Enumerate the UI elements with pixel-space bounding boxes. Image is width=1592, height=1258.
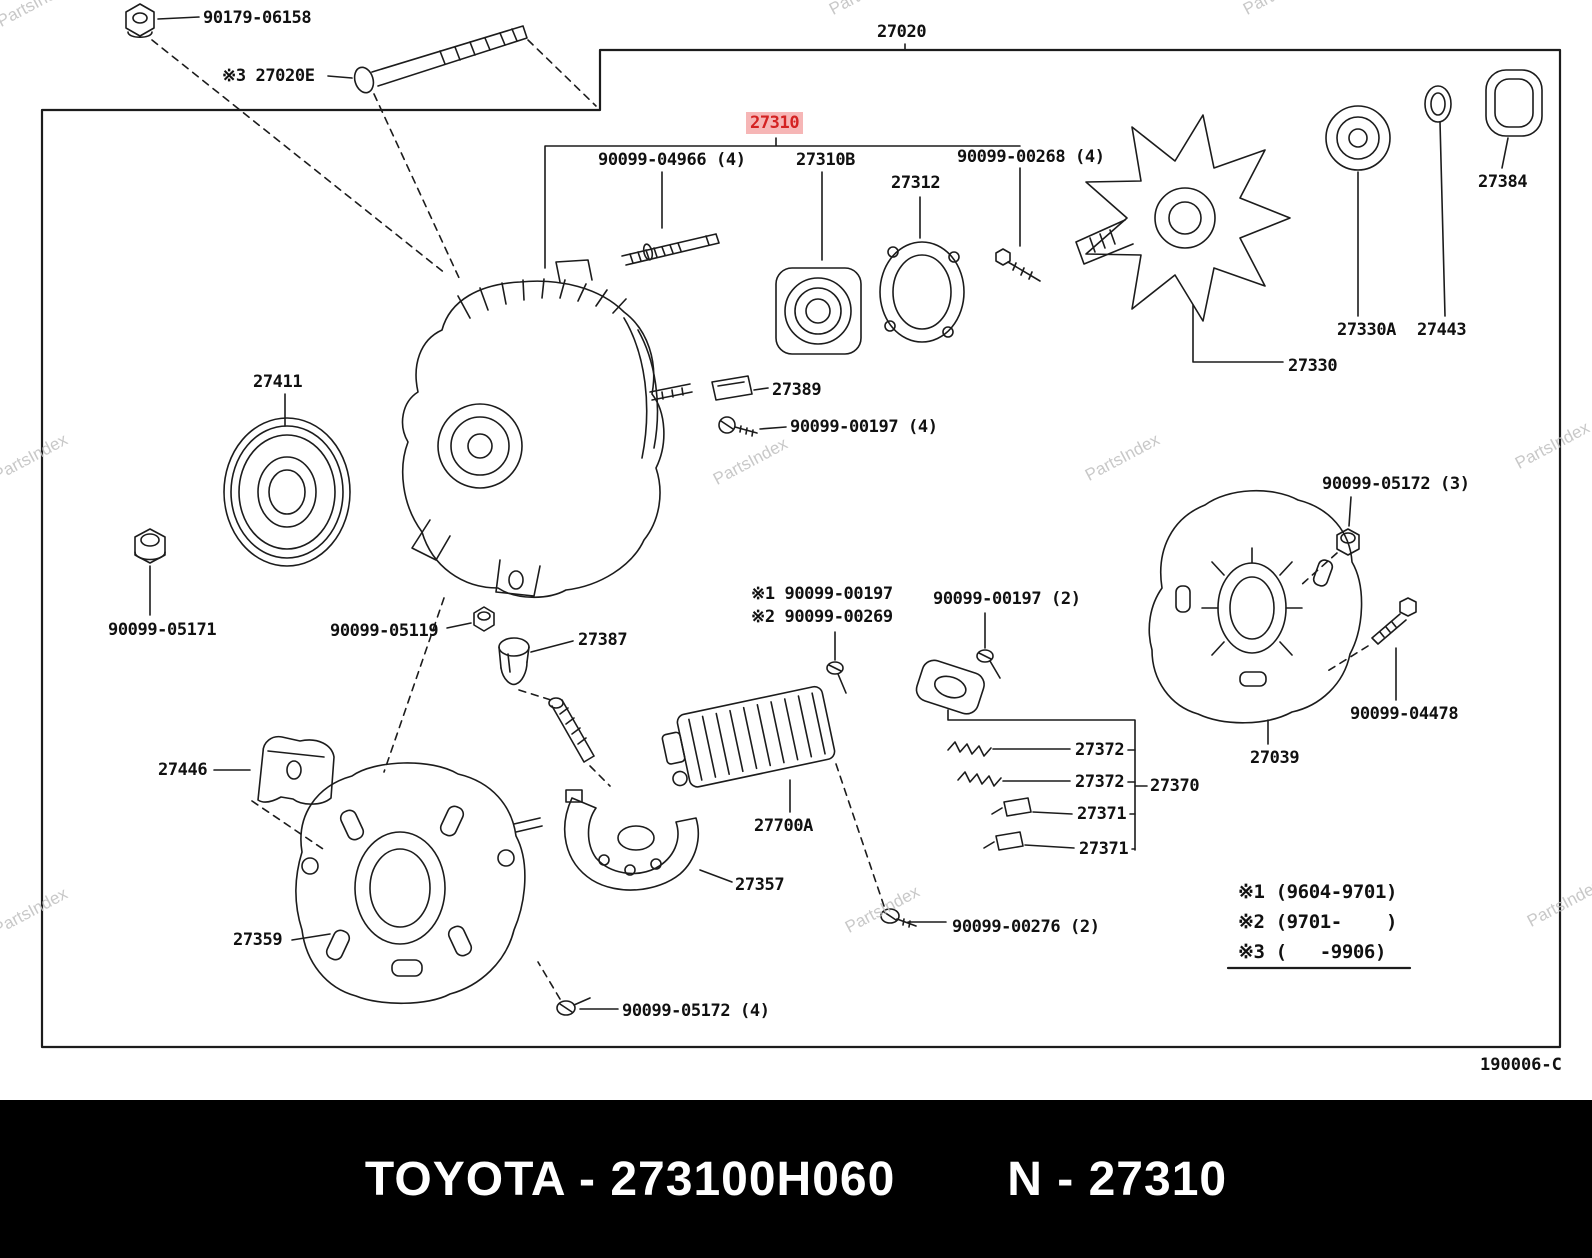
terminal-27389-drawing (711, 375, 769, 401)
terminal-27387-drawing (498, 637, 611, 787)
regulator-27700a-drawing (661, 685, 885, 907)
footer-bar: TOYOTA - 273100H060 N - 27310 (0, 1100, 1592, 1258)
part-label-27330a: 27330A (1337, 320, 1397, 340)
part-label-27446: 27446 (158, 760, 208, 780)
alternator-body-drawing (401, 259, 693, 599)
part-label-27411: 27411 (253, 372, 303, 392)
screw-90099-00197-ref-drawing (826, 631, 847, 694)
part-label-90099-00197-4: 90099-00197 (4) (790, 417, 938, 437)
diagram-code: 190006-C (1480, 1055, 1562, 1075)
pulley-27411-drawing (223, 393, 351, 567)
part-label-90179-06158: 90179-06158 (203, 8, 312, 28)
part-label-27371: 27371 (1077, 804, 1127, 824)
brush-holder-drawing (915, 659, 985, 715)
part-label-27370: 27370 (1150, 776, 1200, 796)
part-label-90099-04966-4: 90099-04966 (4) (598, 150, 746, 170)
plate-27312-drawing (879, 241, 965, 343)
nut-90099-05119-drawing (446, 606, 495, 632)
footer-reference-number: N - 27310 (1007, 1152, 1228, 1206)
bracket-27310-lines (544, 137, 1021, 269)
part-label-27443: 27443 (1417, 320, 1467, 340)
border-frame (40, 43, 1562, 1049)
rotor-bracket-lines (1192, 121, 1446, 363)
bracket-27446-drawing (213, 735, 335, 852)
part-label-27312: 27312 (891, 173, 941, 193)
nut-90179-06158-drawing (125, 3, 200, 39)
part-label-27384: 27384 (1478, 172, 1528, 192)
bolt-90099-00268-drawing (995, 248, 1041, 282)
part-label-90099-05119: 90099-05119 (330, 621, 439, 641)
bearing-27330a-drawing (1325, 105, 1391, 171)
part-label-27372: 27372 (1075, 740, 1125, 760)
mount-bolt-27020e-drawing (327, 25, 528, 94)
footer-part-number: TOYOTA - 273100H060 (364, 1152, 896, 1206)
rectifier-27357-drawing (563, 789, 733, 891)
brush-drawings (983, 797, 1032, 851)
front-bracket-27359-drawing (291, 597, 543, 1005)
part-label-90099-00268-4: 90099-00268 (4) (957, 147, 1105, 167)
part-label-90099-05172-4: 90099-05172 (4) (622, 1001, 770, 1021)
part-label-27359: 27359 (233, 930, 283, 950)
part-label-27372: 27372 (1075, 772, 1125, 792)
rotor-drawing (1075, 114, 1291, 322)
brush-leader-lines (947, 709, 1148, 851)
part-label-90099-04478: 90099-04478 (1350, 704, 1459, 724)
washer-27443-drawing (1424, 85, 1452, 123)
part-label-27389: 27389 (772, 380, 822, 400)
part-label-1-90099-00197: ※1 90099-00197 (751, 584, 893, 604)
part-label-27020: 27020 (877, 22, 927, 42)
part-label-2-9701: ※2 (9701- ) (1238, 911, 1398, 933)
spring-drawings (947, 741, 1002, 787)
part-label-90099-00276-2: 90099-00276 (2) (952, 917, 1100, 937)
nut-90099-05172-3-drawing (1299, 496, 1360, 587)
cover-27384-drawing (1485, 69, 1543, 169)
rear-cover-27039-drawing (1148, 489, 1363, 745)
part-label-27700a: 27700A (754, 816, 814, 836)
screw-90099-00276-drawing (880, 908, 947, 928)
part-label-27310: 27310 (746, 112, 804, 134)
part-label-3-27020e: ※3 27020E (222, 66, 315, 86)
screw-90099-00197-4-drawing (718, 416, 787, 437)
screw-90099-05172-4-drawing (537, 961, 619, 1016)
nut-90099-05171-drawing (134, 528, 166, 616)
part-label-27357: 27357 (735, 875, 785, 895)
screw-90099-00197-2-drawing (976, 612, 1001, 679)
part-label-27039: 27039 (1250, 748, 1300, 768)
part-label-27387: 27387 (578, 630, 628, 650)
bearing-27310b-drawing (775, 267, 862, 355)
part-label-27371: 27371 (1079, 839, 1129, 859)
stud-bolt-drawing (621, 233, 720, 266)
part-label-3-9906: ※3 ( -9906) (1238, 941, 1386, 963)
part-label-90099-05171: 90099-05171 (108, 620, 217, 640)
part-label-27310b: 27310B (796, 150, 856, 170)
part-label-90099-05172-3: 90099-05172 (3) (1322, 474, 1470, 494)
diagram-artwork (40, 3, 1562, 1049)
projection-lines (151, 39, 597, 281)
part-label-2-90099-00269: ※2 90099-00269 (751, 607, 893, 627)
bolt-90099-04478-drawing (1325, 597, 1417, 701)
part-label-90099-00197-2: 90099-00197 (2) (933, 589, 1081, 609)
part-label-1-9604-9701: ※1 (9604-9701) (1238, 881, 1398, 903)
part-label-27330: 27330 (1288, 356, 1338, 376)
